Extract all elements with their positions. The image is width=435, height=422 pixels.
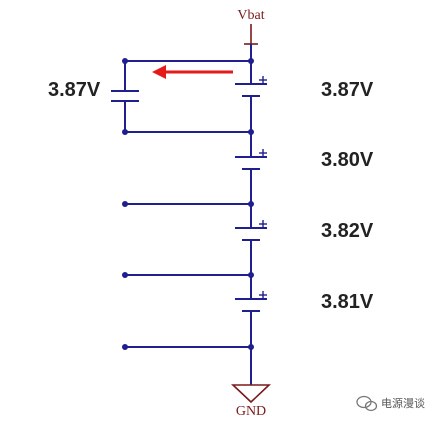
- external-node-top-right: [248, 58, 254, 64]
- tap-wire-1: [122, 201, 254, 207]
- external-cell: [111, 58, 254, 135]
- cell-3-voltage: 3.82V: [321, 220, 374, 242]
- cell-4-voltage: 3.81V: [321, 291, 374, 313]
- external-node-bottom-right: [248, 129, 254, 135]
- cell-3: [235, 220, 267, 241]
- cell-4: [235, 291, 267, 312]
- cell-1: [235, 76, 267, 97]
- ground-symbol: [230, 384, 272, 404]
- watermark-text: 电源漫谈: [381, 396, 425, 410]
- watermark: 电源漫谈: [356, 395, 425, 412]
- external-cell-voltage: 3.87V: [48, 79, 101, 101]
- tap-wire-2: [122, 272, 254, 278]
- arrow-head-icon: [152, 65, 166, 79]
- cell-1-voltage: 3.87V: [321, 79, 374, 101]
- tap-wire-3-left-node: [122, 344, 128, 350]
- external-node-bottom-left: [122, 129, 128, 135]
- charge-transfer-arrow: [152, 65, 233, 79]
- tap-wire-3: [122, 344, 254, 350]
- cell-2-voltage: 3.80V: [321, 149, 374, 171]
- vbat-label: Vbat: [237, 8, 264, 23]
- cell-2: [235, 149, 267, 170]
- tap-wire-3-right-node: [248, 344, 254, 350]
- ground-icon: [230, 384, 272, 404]
- tap-wire-1-left-node: [122, 201, 128, 207]
- external-node-top-left: [122, 58, 128, 64]
- wechat-icon: [356, 395, 378, 412]
- tap-wire-1-right-node: [248, 201, 254, 207]
- tap-wire-2-left-node: [122, 272, 128, 278]
- tap-wire-2-right-node: [248, 272, 254, 278]
- gnd-label: GND: [236, 404, 266, 419]
